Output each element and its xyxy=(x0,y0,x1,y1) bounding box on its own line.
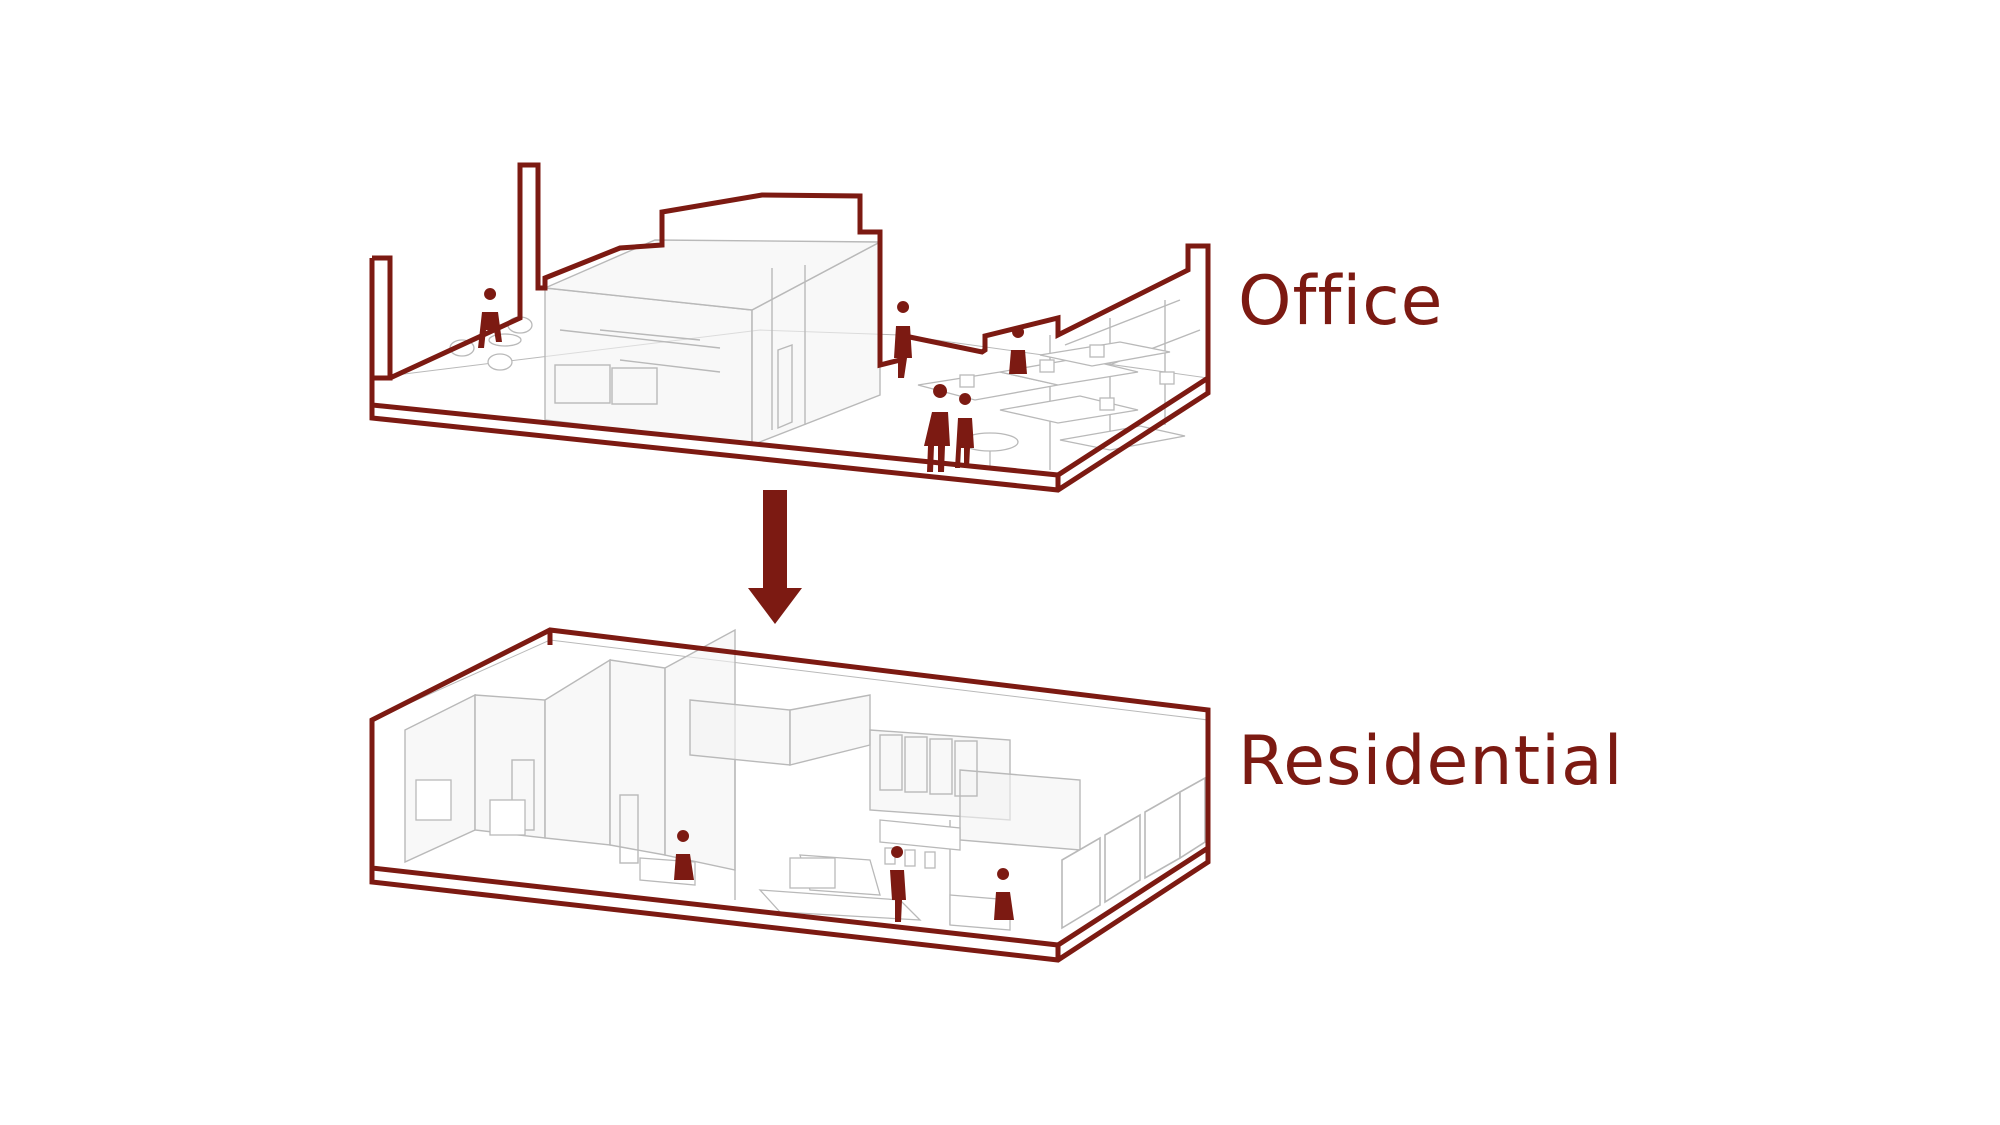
kitchen-counter xyxy=(879,819,961,851)
meeting-room-front-wall xyxy=(544,287,753,446)
bed xyxy=(415,779,452,821)
person-silhouette-icon xyxy=(894,301,912,378)
office-cabinets xyxy=(554,364,611,404)
person-silhouette-icon xyxy=(994,868,1014,920)
person-silhouette-icon xyxy=(478,288,502,348)
closet-door xyxy=(619,794,639,864)
monitor xyxy=(1099,397,1115,411)
residential-furniture xyxy=(415,779,1011,931)
person-silhouette-icon xyxy=(890,846,906,922)
residential-outline xyxy=(369,627,1211,963)
window-panel xyxy=(1061,836,1101,930)
office-floor-plan xyxy=(369,162,1211,493)
residential-people xyxy=(674,830,1014,922)
window-panel xyxy=(1104,813,1141,904)
office-door xyxy=(777,344,793,430)
person-silhouette-icon xyxy=(1009,326,1027,374)
desk xyxy=(949,894,1011,931)
wall-panel xyxy=(954,740,978,797)
wall-panel xyxy=(879,734,903,791)
lounge-table xyxy=(488,333,522,347)
storage-wall xyxy=(959,769,1081,851)
window-wall xyxy=(1061,776,1206,930)
person-silhouette-icon xyxy=(955,393,974,468)
monitor xyxy=(1039,359,1055,373)
window-panel xyxy=(1179,776,1206,860)
bed xyxy=(489,799,526,836)
wall-panel xyxy=(929,738,953,795)
residential-label: Residential xyxy=(1238,722,1624,801)
monitor xyxy=(959,374,975,388)
office-label: Office xyxy=(1238,262,1444,341)
bar-stool xyxy=(924,851,936,869)
monitor xyxy=(1159,371,1175,385)
television xyxy=(789,857,836,889)
person-silhouette-icon xyxy=(924,384,950,472)
person-silhouette-icon xyxy=(674,830,694,880)
down-arrow-icon xyxy=(748,490,802,624)
monitor xyxy=(1089,344,1105,358)
desk-cluster xyxy=(1059,425,1186,451)
office-people xyxy=(478,288,1027,472)
office-interior-walls xyxy=(542,239,1201,470)
wall-panel xyxy=(904,736,928,793)
lounge-chair xyxy=(487,353,513,371)
bar-stool xyxy=(904,849,916,867)
kitchen-upper-cabinets xyxy=(689,699,791,766)
rug xyxy=(758,889,922,921)
office-workstations xyxy=(449,316,1186,468)
residential-floor-plan xyxy=(369,627,1211,963)
